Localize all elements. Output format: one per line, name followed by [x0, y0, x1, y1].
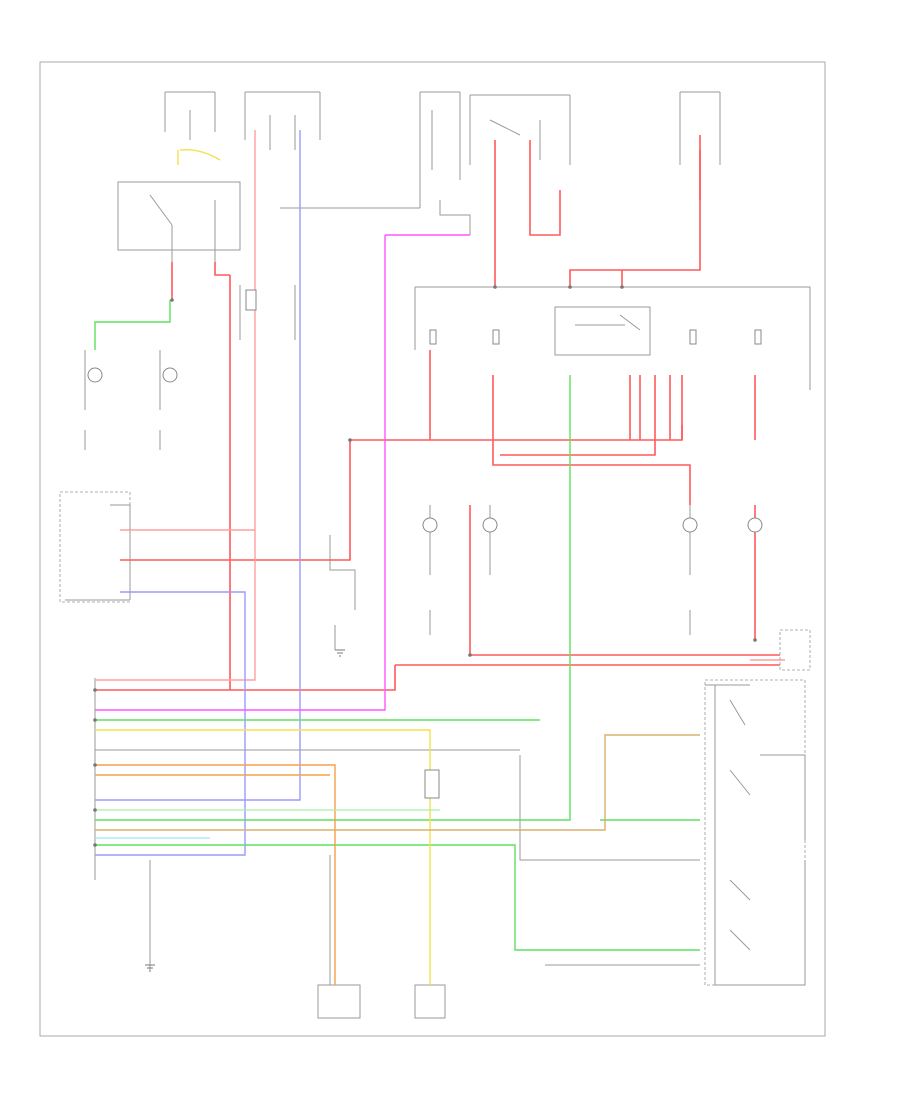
- coil-icon: [754, 329, 762, 345]
- magenta-wiring: [95, 234, 470, 711]
- lamp-icon: [682, 517, 698, 533]
- green-wiring: [94, 300, 700, 951]
- yellow-wiring: [95, 149, 431, 985]
- component-boxes: [59, 181, 811, 986]
- lamp-icon: [747, 517, 763, 533]
- coil-icon: [492, 329, 500, 345]
- coil-icon: [245, 289, 257, 311]
- gray-wiring: [65, 91, 811, 1019]
- orange-wiring: [95, 764, 336, 985]
- coil-icon: [689, 329, 697, 345]
- lamp-icon: [87, 367, 103, 383]
- ground-icon: [145, 964, 155, 972]
- diagram-frame: [39, 61, 826, 1037]
- blue-wiring: [95, 130, 301, 856]
- lamp-icons: [87, 367, 763, 533]
- ground-icons: [145, 649, 345, 972]
- lamp-icon: [482, 517, 498, 533]
- connector-dots: [93, 285, 757, 847]
- red-wiring: [95, 135, 780, 691]
- coil-icon: [424, 769, 440, 799]
- coil-icons: [245, 289, 762, 799]
- pink-wiring: [95, 130, 785, 681]
- tan-wiring: [95, 734, 700, 831]
- lamp-icon: [422, 517, 438, 533]
- lamp-icon: [162, 367, 178, 383]
- ground-icon: [335, 649, 345, 657]
- coil-icon: [429, 329, 437, 345]
